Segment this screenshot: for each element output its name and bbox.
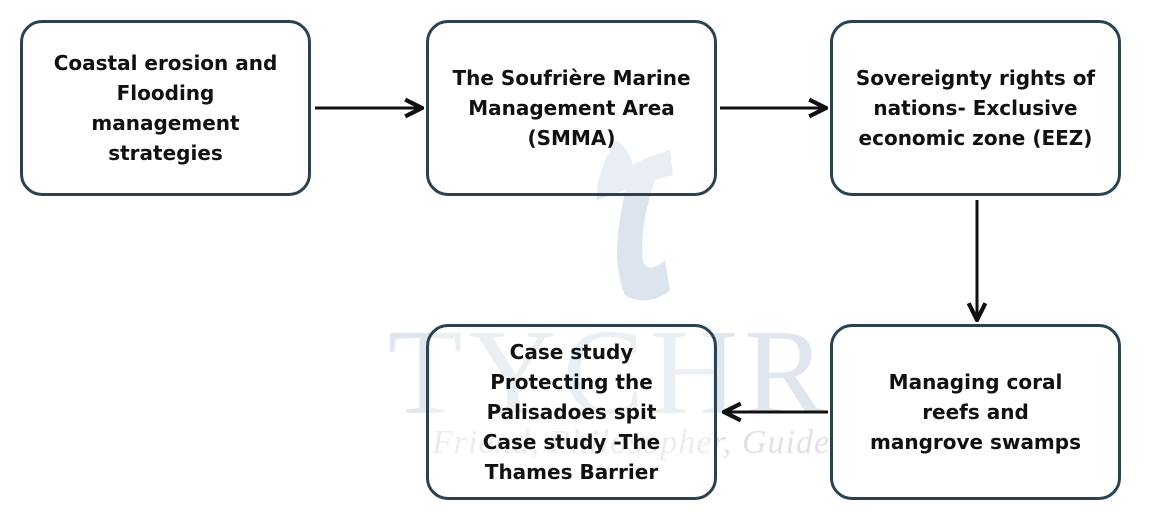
node-label: Coastal erosion and Flooding management … bbox=[53, 51, 278, 165]
node-label: Managing coral reefs and mangrove swamps bbox=[870, 370, 1081, 454]
node-label: The Soufrière Marine Management Area (SM… bbox=[452, 66, 691, 150]
node-eez: Sovereignty rights of nations- Exclusive… bbox=[830, 20, 1121, 196]
node-label: Sovereignty rights of nations- Exclusive… bbox=[855, 66, 1096, 150]
node-case-studies: Case study Protecting the Palisadoes spi… bbox=[426, 324, 717, 500]
node-label: Case study Protecting the Palisadoes spi… bbox=[482, 340, 661, 484]
node-smma: The Soufrière Marine Management Area (SM… bbox=[426, 20, 717, 196]
node-coral-mangrove: Managing coral reefs and mangrove swamps bbox=[830, 324, 1121, 500]
node-coastal-erosion: Coastal erosion and Flooding management … bbox=[20, 20, 311, 196]
watermark-logo-icon bbox=[596, 140, 673, 301]
